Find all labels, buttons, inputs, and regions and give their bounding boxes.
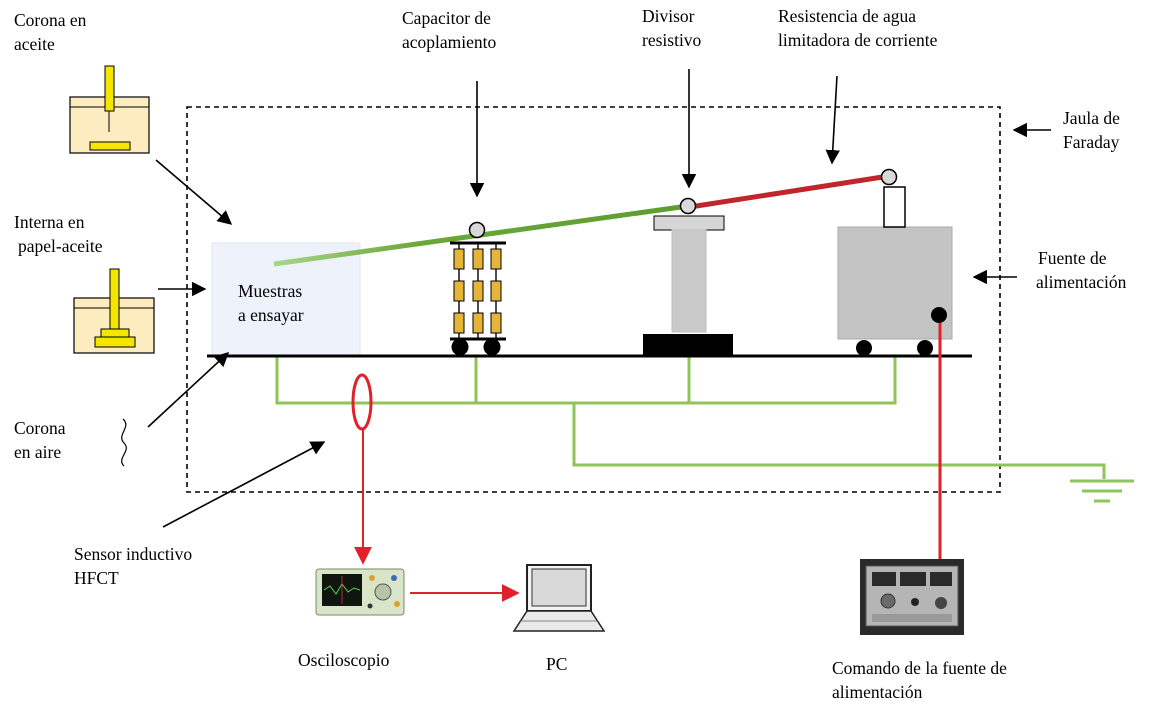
oscilloscope-icon [315, 568, 405, 616]
coupling-capacitor [450, 221, 506, 356]
ground-wiring [275, 356, 1106, 479]
label-pc: PC [546, 654, 568, 674]
laptop-icon [512, 564, 606, 632]
resistive-divider [643, 197, 733, 355]
annotation-arrows [147, 69, 1051, 528]
faraday-cage-boundary [186, 106, 1001, 493]
oil-cup-icon [73, 268, 155, 354]
power-supply [837, 168, 953, 356]
corona-air-wave [121, 418, 127, 467]
hv-lead-red [689, 173, 890, 210]
label-osciloscopio: Osciloscopio [298, 650, 390, 670]
control-panel-icon [860, 559, 964, 635]
ground-symbol-icon [1070, 479, 1134, 503]
oil-cup-icon [69, 65, 150, 154]
